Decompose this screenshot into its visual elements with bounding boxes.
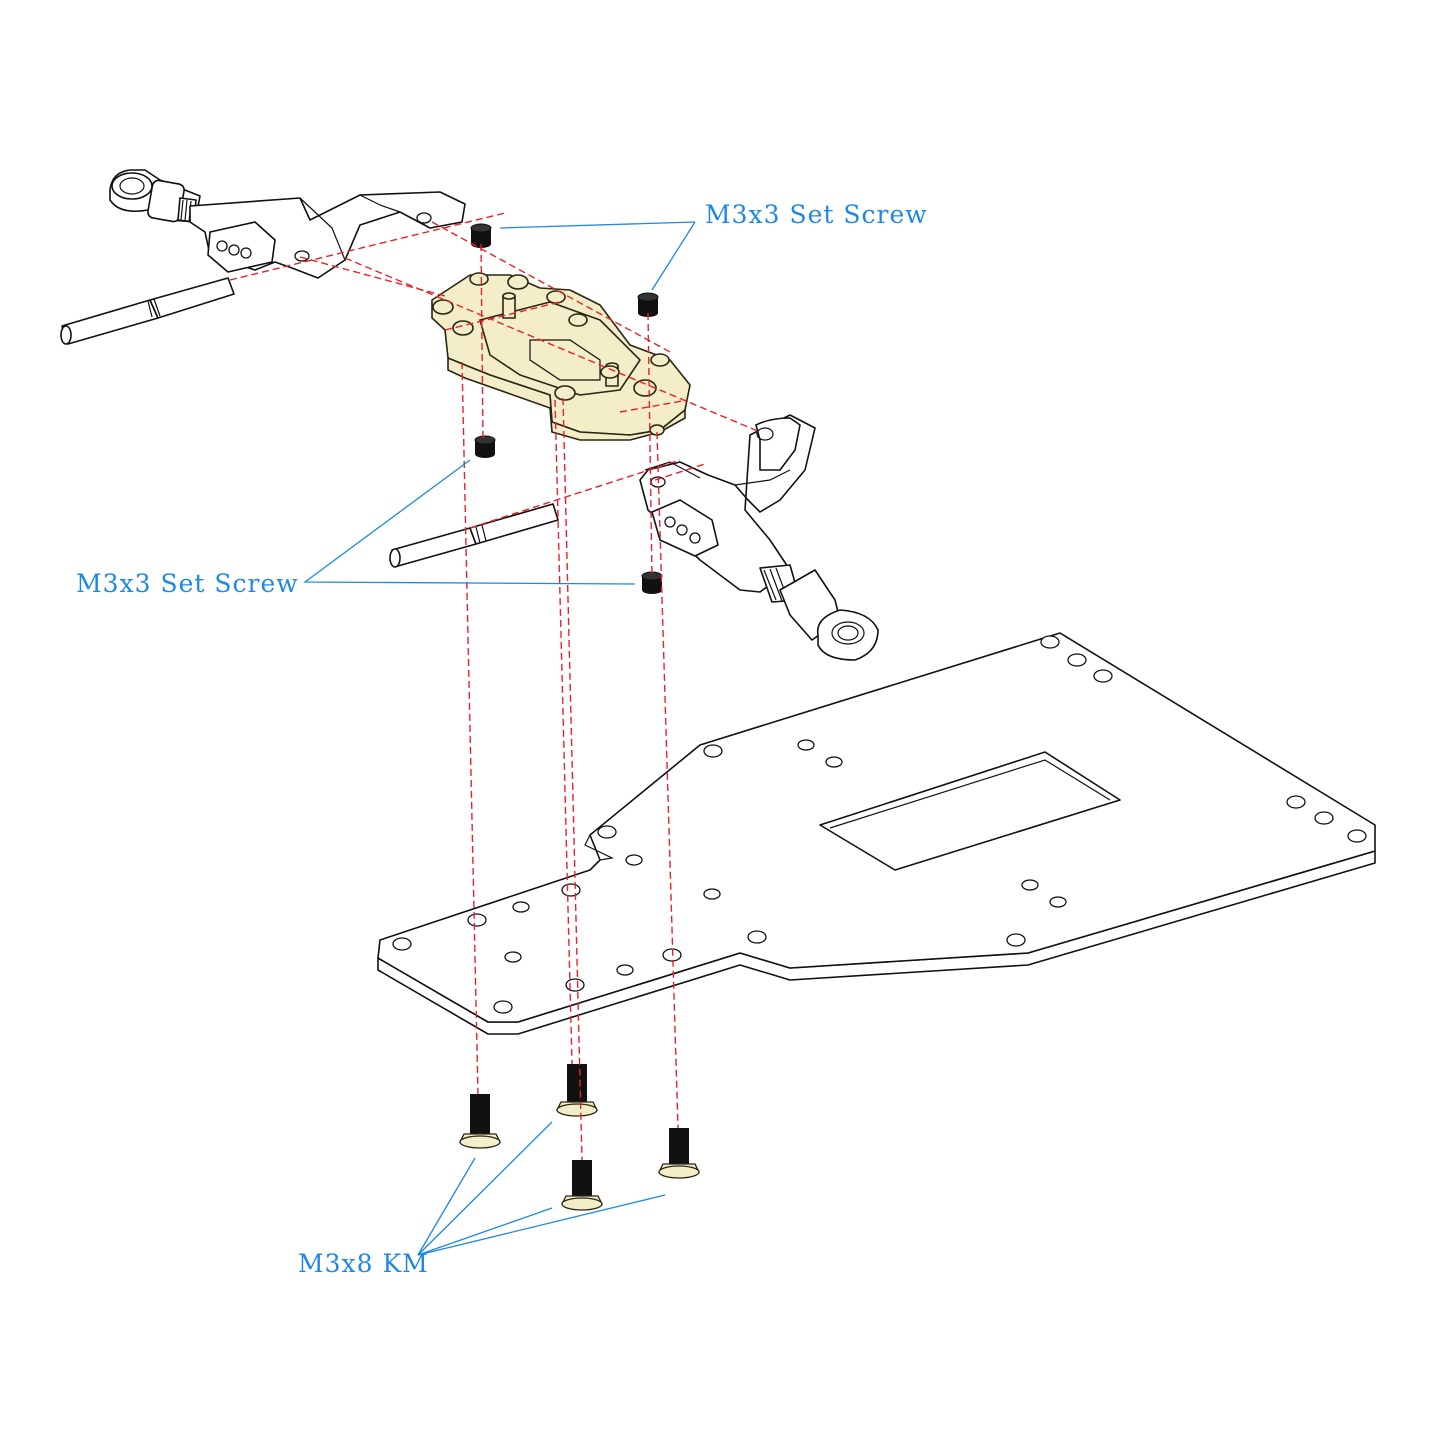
set-screw-1 — [470, 223, 492, 248]
chassis-plate — [377, 632, 1376, 1035]
flat-head-screw-2 — [555, 1064, 599, 1117]
flat-head-screw-1 — [458, 1094, 502, 1149]
flat-head-screw-4 — [560, 1160, 604, 1211]
rod-end-right — [759, 564, 879, 661]
leader-km-2 — [417, 1121, 553, 1256]
brass-mount-holes — [432, 272, 670, 436]
hinge-pin-center — [389, 503, 559, 568]
plate-window — [819, 751, 1121, 871]
leader-km-3 — [417, 1207, 553, 1256]
hinge-pin-left — [60, 277, 235, 345]
flat-head-screw-3 — [657, 1128, 701, 1179]
set-screw-4 — [641, 571, 663, 594]
leader-top-2 — [651, 221, 696, 291]
flat-head-screw-label: M3x8 KM — [298, 1249, 429, 1278]
upper-arm-left — [109, 169, 466, 279]
alignment-lines — [229, 212, 761, 1161]
link-block-left — [207, 212, 432, 273]
plate-holes — [392, 635, 1367, 1014]
leader-top — [499, 221, 696, 229]
set-screw-3 — [474, 435, 496, 458]
leader-km-4 — [417, 1194, 666, 1256]
leader-lines — [303, 221, 696, 1256]
link-block-right — [650, 476, 719, 557]
leader-left — [303, 459, 636, 585]
lower-arm-right — [639, 414, 879, 661]
flat-head-screws — [458, 1064, 701, 1211]
set-screw-label-left: M3x3 Set Screw — [76, 569, 299, 598]
rod-end-left — [109, 169, 201, 223]
leader-km-1 — [417, 1157, 476, 1256]
set-screw-label-top: M3x3 Set Screw — [705, 200, 928, 229]
